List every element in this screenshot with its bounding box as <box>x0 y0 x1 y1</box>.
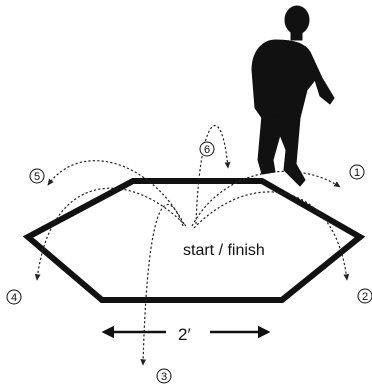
jump-path-4 <box>34 187 187 281</box>
svg-text:2: 2 <box>362 291 368 303</box>
jump-path-6 <box>195 124 231 225</box>
jump-path-1 <box>191 170 341 227</box>
marker-5: 5 <box>29 168 45 184</box>
distance-label: 2′ <box>178 325 191 344</box>
marker-6: 6 <box>199 141 215 157</box>
svg-text:6: 6 <box>204 144 210 156</box>
marker-3: 3 <box>156 368 172 384</box>
jump-path-5 <box>47 160 185 225</box>
svg-text:5: 5 <box>34 171 40 183</box>
marker-2: 2 <box>357 288 372 304</box>
jump-paths <box>34 124 350 366</box>
jumper-silhouette-icon <box>251 5 335 187</box>
hexagon-outline <box>22 178 366 303</box>
marker-4: 4 <box>6 289 22 305</box>
marker-1: 1 <box>349 164 365 180</box>
start-finish-label: start / finish <box>183 242 265 259</box>
svg-text:3: 3 <box>161 371 167 383</box>
jump-path-3 <box>140 204 184 366</box>
svg-text:1: 1 <box>354 167 360 179</box>
distance-indicator: 2′ <box>101 318 271 344</box>
svg-text:4: 4 <box>11 292 17 304</box>
